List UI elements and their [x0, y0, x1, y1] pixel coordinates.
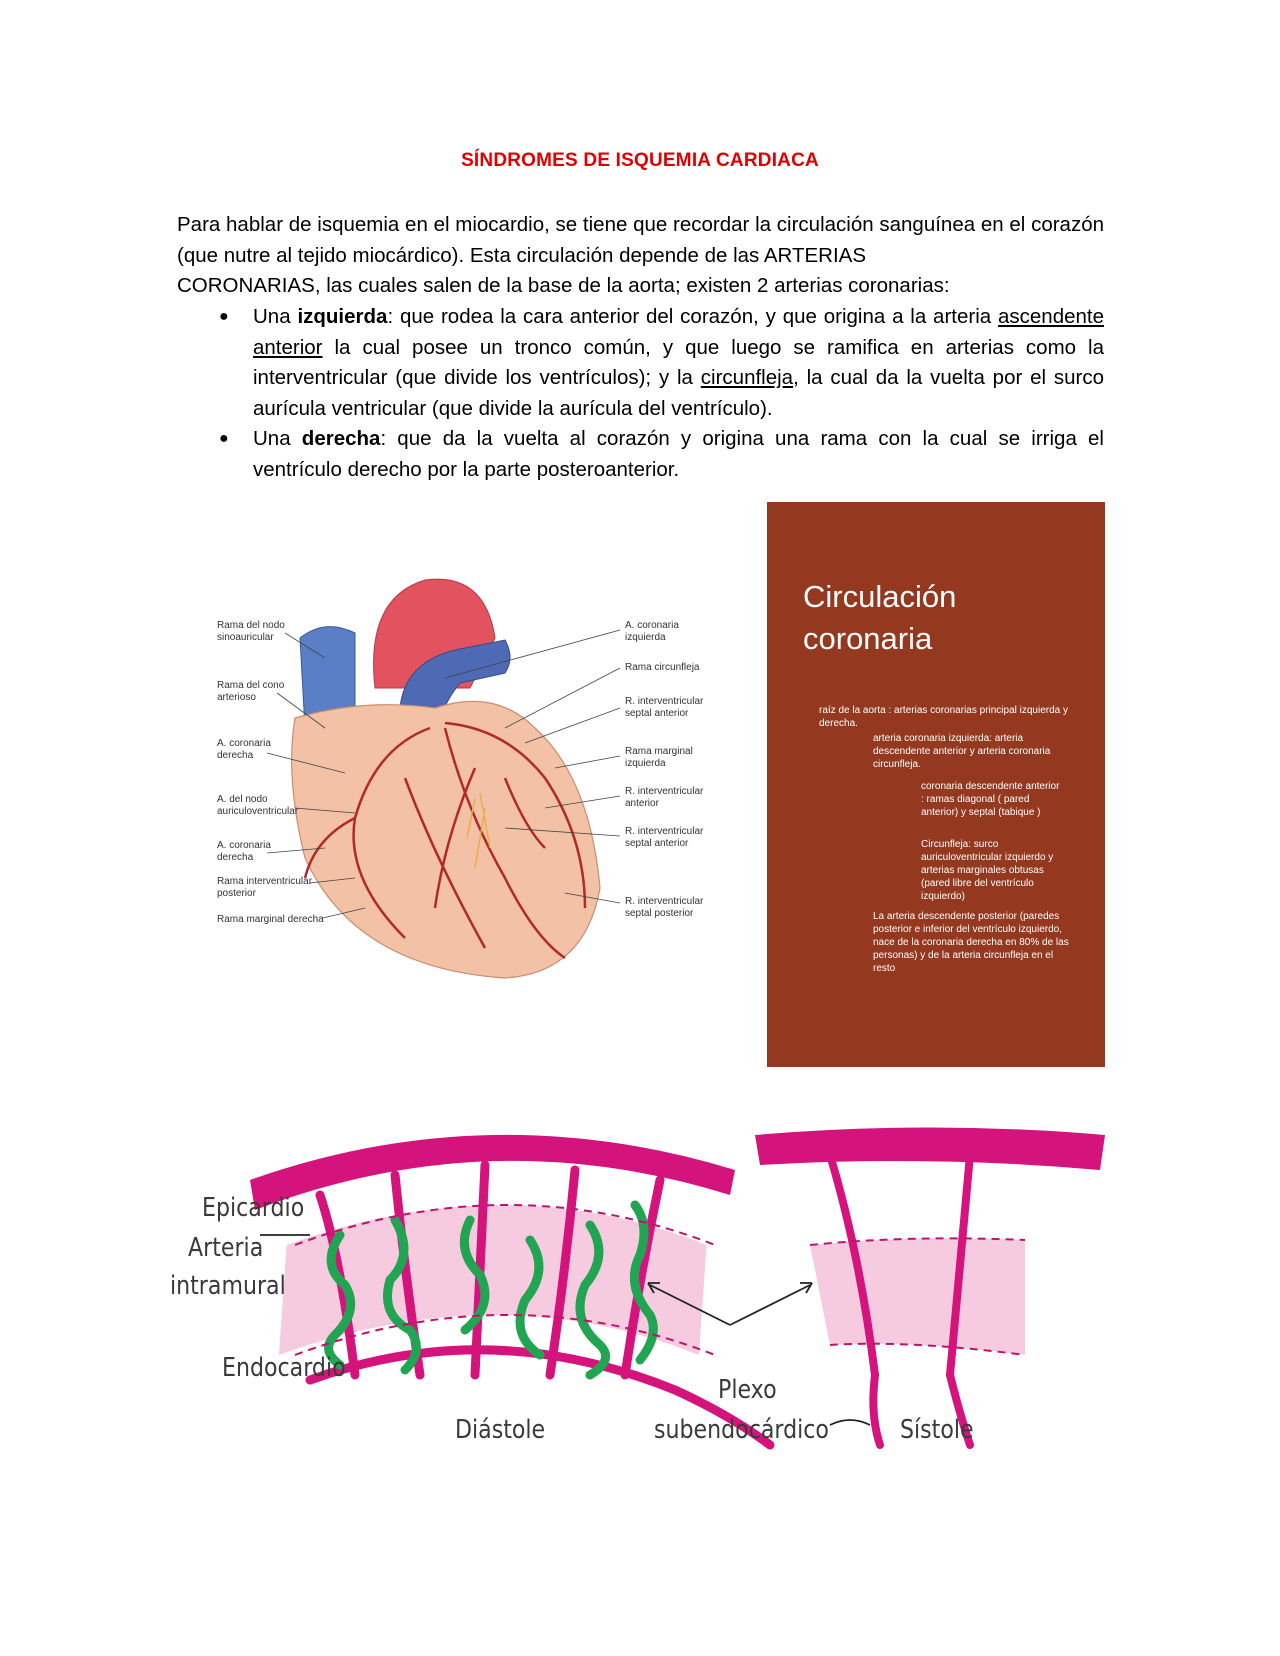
bullet-text: : que da la vuelta al corazón y origina …: [253, 427, 1104, 481]
label-intramural: intramural: [170, 1271, 286, 1301]
list-item-left: ● Una izquierda: que rodea la cara anter…: [177, 302, 1104, 424]
panel-text: Circunfleja: surco auriculoventricular i…: [921, 839, 1054, 902]
bullet-text: : que rodea la cara anterior del corazón…: [387, 305, 998, 328]
heart-label-left: Rama del nodo sinoauricular: [217, 620, 285, 643]
heart-label-left: Rama marginal derecha: [217, 914, 324, 925]
heart-label-right: Rama marginal izquierda: [625, 746, 693, 769]
panel-text: coronaria descendente anterior : ramas d…: [921, 781, 1060, 818]
heart-label-right: R. interventricular anterior: [625, 786, 704, 809]
panel-text: La arteria descendente posterior (parede…: [873, 911, 1069, 974]
label-epicardio: Epicardio: [202, 1193, 305, 1223]
heart-illustration: [266, 578, 621, 979]
intro-paragraph: Para hablar de isquemia en el miocardio,…: [177, 210, 1104, 302]
heart-label-right: R. interventricular septal posterior: [625, 896, 704, 919]
panel-text: raíz de la aorta : arterias coronarias p…: [819, 705, 1069, 729]
bullet-prefix: Una: [253, 427, 302, 450]
panel-title-line: Circulación: [803, 579, 957, 614]
heart-label-right: Rama circunfleja: [625, 662, 700, 673]
wall-illustration: [250, 1127, 1105, 1450]
circulation-panel: Circulación coronaria raíz de la aorta :…: [767, 502, 1105, 1067]
panel-text: arteria coronaria izquierda: arteria des…: [873, 733, 1051, 770]
bullet-text: , la cual da la vuelta por el surco aurí…: [253, 366, 1104, 420]
heart-label-left: Rama del cono arterioso: [217, 680, 285, 703]
heart-label-right: R. interventricular septal anterior: [625, 696, 704, 719]
label-sistole: Sístole: [900, 1415, 974, 1445]
label-subendocardico: subendocárdico: [654, 1415, 829, 1445]
heart-label-right: R. interventricular septal anterior: [625, 826, 704, 849]
bullet-icon: ●: [219, 308, 229, 325]
intro-line-1: Para hablar de isquemia en el miocardio,…: [177, 213, 1104, 267]
heart-label-right: A. coronaria izquierda: [625, 620, 679, 643]
bullet-bold: izquierda: [297, 305, 388, 328]
label-endocardio: Endocardio: [222, 1353, 346, 1383]
underlined-term: ascendente anterior: [253, 305, 1104, 359]
label-diastole: Diástole: [455, 1415, 546, 1445]
heart-label-left: A. del nodo auriculoventricular: [217, 794, 299, 817]
heart-label-left: A. coronaria derecha: [217, 840, 271, 863]
list-item-right: ● Una derecha: que da la vuelta al coraz…: [177, 424, 1104, 485]
bullet-text: la cual posee un tronco común, y que lue…: [253, 335, 1104, 390]
myocardial-wall-figure: Epicardio Arteria intramural Endocardio …: [170, 1125, 1110, 1485]
document-title: SÍNDROMES DE ISQUEMIA CARDIACA: [461, 150, 819, 171]
heart-label-left: Rama interventricular posterior: [217, 876, 313, 899]
coronary-heart-figure: Rama del nodo sinoauricular Rama del con…: [205, 578, 725, 988]
panel-title-line: coronaria: [803, 621, 933, 656]
panel-title: Circulación coronaria: [803, 576, 956, 660]
bullet-icon: ●: [219, 430, 229, 447]
label-plexo: Plexo: [718, 1375, 777, 1405]
intro-line-2: CORONARIAS, las cuales salen de la base …: [177, 274, 950, 297]
label-arteria: Arteria: [188, 1233, 264, 1263]
coronary-list: ● Una izquierda: que rodea la cara anter…: [177, 302, 1104, 485]
bullet-prefix: Una: [253, 305, 298, 328]
heart-label-left: A. coronaria derecha: [217, 738, 271, 761]
underlined-term: circunfleja: [700, 366, 794, 389]
bullet-bold: derecha: [301, 427, 381, 450]
